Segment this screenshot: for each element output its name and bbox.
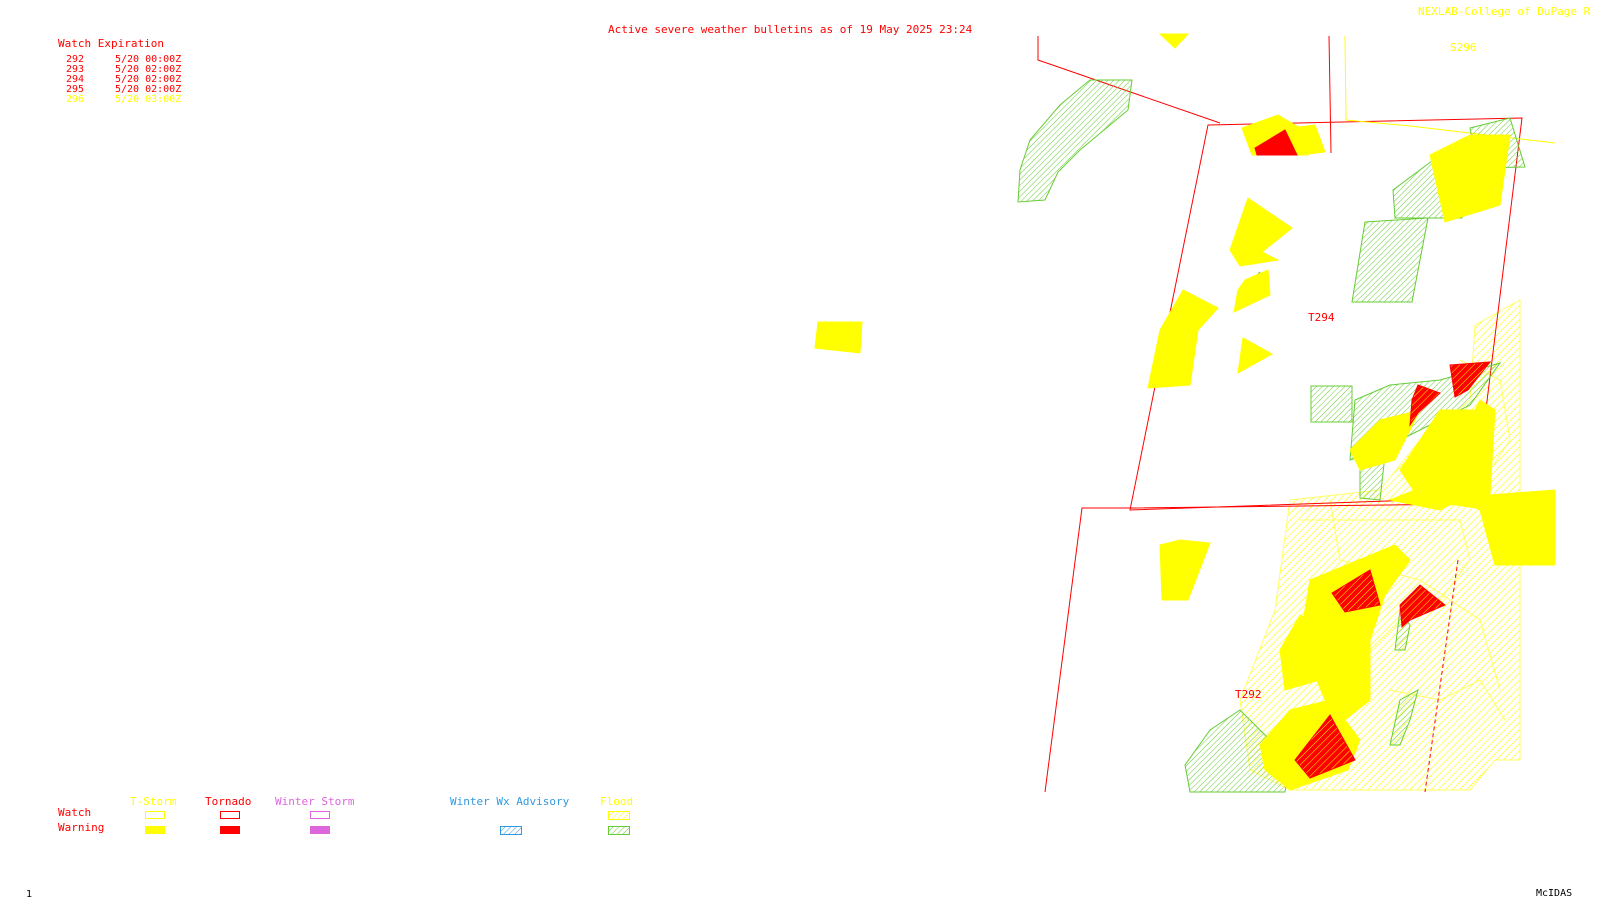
watch-time: 5/20 03:00Z [115, 94, 182, 105]
legend-flood-watch-box [608, 811, 630, 820]
watch-id: 293 [66, 64, 85, 75]
watch-id: 294 [66, 74, 85, 85]
legend-tstorm-label: T-Storm [130, 795, 177, 808]
watch-expiration-heading: Watch Expiration [58, 37, 164, 50]
legend-tornado-watch-box [220, 811, 240, 819]
tstorm-warnings [814, 33, 1556, 791]
credit-label: NEXLAB-College of DuPage R [1418, 5, 1591, 18]
legend-winter-storm-label: Winter Storm [275, 795, 355, 808]
bulletin-title: Active severe weather bulletins as of 19… [608, 23, 973, 36]
legend-winter-advisory-warning-box [500, 826, 522, 835]
legend-tornado-label: Tornado [205, 795, 252, 808]
legend-winter-storm-watch-box [310, 811, 330, 819]
legend-row-watch: Watch [58, 806, 92, 819]
legend-tornado-warning-box [220, 826, 240, 834]
software-label: McIDAS [1536, 888, 1573, 899]
watch-time: 5/20 02:00Z [115, 74, 182, 85]
watch-label-t292: T292 [1235, 688, 1262, 701]
frame-number: 1 [26, 889, 33, 900]
legend-flood-label: Flood [600, 795, 634, 808]
watch-id: 296 [66, 94, 85, 105]
legend-tstorm-watch-box [145, 811, 165, 819]
legend-tstorm-warning-box [145, 826, 165, 834]
watch-time: 5/20 02:00Z [115, 64, 182, 75]
watch-time: 5/20 02:00Z [115, 84, 182, 95]
legend-winter-storm-warning-box [310, 826, 330, 834]
watch-label-s296: S296 [1450, 41, 1477, 54]
watch-id: 295 [66, 84, 85, 95]
watch-label-t294: T294 [1308, 311, 1335, 324]
watch-id: 292 [66, 54, 85, 65]
tornado-warnings [1254, 129, 1492, 779]
legend-flood-warning-box [608, 826, 630, 835]
legend-row-warning: Warning [58, 821, 105, 834]
legend-winter-advisory-label: Winter Wx Advisory [450, 795, 570, 808]
watch-time: 5/20 00:00Z [115, 54, 182, 65]
